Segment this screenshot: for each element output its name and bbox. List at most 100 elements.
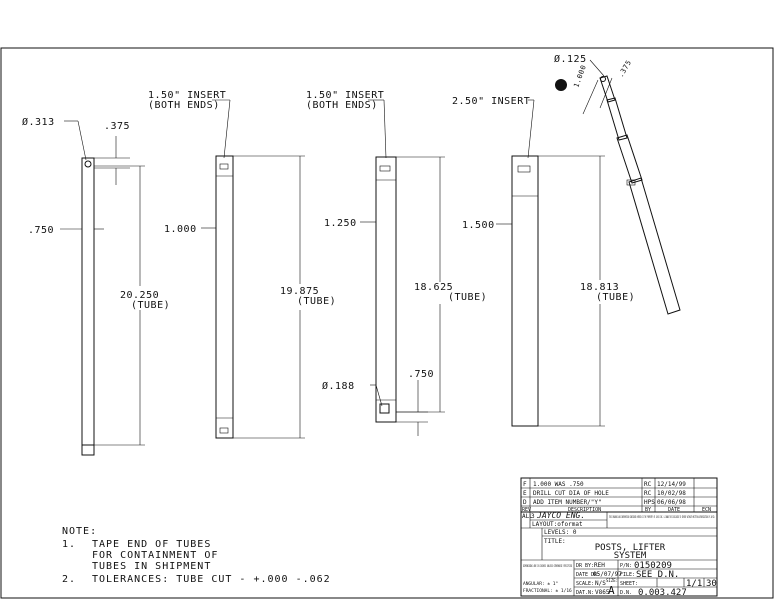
note-1-line-1: TAPE END OF TUBES <box>92 539 211 550</box>
tube-3-length-label: 18.625 <box>414 282 453 293</box>
tube-1-end-cap <box>81 444 95 456</box>
iso-d2-label: .375 <box>617 59 633 79</box>
drawing-title-line-2: SYSTEM <box>614 551 647 561</box>
rev-f-date: 12/14/99 <box>657 481 686 488</box>
tube-3-length-sub: (TUBE) <box>448 292 487 303</box>
tube-4-length-label: 18.813 <box>580 282 619 293</box>
tube-4-body <box>511 155 539 427</box>
note-1-line-3: TUBES IN SHIPMENT <box>92 561 211 572</box>
tube-3-insert-label: 1.50" INSERT <box>306 90 384 101</box>
tube-2-width-label: 1.000 <box>164 224 197 235</box>
tube-3-body <box>375 156 397 423</box>
tube-4-insert-label: 2.50" INSERT <box>452 96 530 107</box>
note-1-number: 1. <box>62 539 76 550</box>
levels-label: LEVELS: 0 <box>544 529 577 536</box>
drawing-title-line-1: POSTS, LIFTER <box>595 543 666 553</box>
drawn-by-label: DR BY: <box>576 563 594 569</box>
rev-f-id: F <box>523 481 527 488</box>
dat-value: V865 <box>595 589 610 596</box>
file-label: FILE: <box>620 572 635 578</box>
rev-e-by: RC <box>644 490 652 497</box>
scale-value: N/S <box>595 580 606 587</box>
rev-header-rev: REV <box>522 507 531 513</box>
rev-header-date: DATE <box>668 507 680 513</box>
drawn-by-value: REH <box>594 562 605 569</box>
rev-e-description: DRILL CUT DIA OF HOLE <box>533 490 609 497</box>
dn-value: 0.003.427 <box>638 588 687 598</box>
tube-3-hole-dim-label: .750 <box>408 369 434 380</box>
dat-label: DAT.N: <box>576 590 594 596</box>
title-block-all: ALL <box>522 513 533 520</box>
iso-tube-3 <box>606 97 628 141</box>
note-2-number: 2. <box>62 574 76 585</box>
title-block: ALL 3 JAYCO ENG. THIS DRAWING AND INFORM… <box>520 511 718 598</box>
sheet-value: 1/1 <box>686 579 702 589</box>
iso-d1-label: 1.000 <box>572 64 588 89</box>
note-1-line-2: FOR CONTAINMENT OF <box>92 550 218 561</box>
angular-tolerance: ANGULAR: ± 1° <box>523 581 559 587</box>
title-block-three: 3 <box>531 513 535 520</box>
tube-1-length-label: 20.250 <box>120 290 159 301</box>
sheet-label: SHEET: <box>620 581 638 587</box>
size-label: SIZE: <box>606 578 618 583</box>
rev-f-description: 1.000 WAS .750 <box>533 481 584 488</box>
rev-header-ecn: ECN <box>702 507 711 513</box>
date-value: 05/07/97 <box>593 571 622 578</box>
tube-3-insert-sub: (BOTH ENDS) <box>306 100 378 111</box>
title-label: TITLE: <box>544 538 566 545</box>
tube-1-body <box>81 157 95 446</box>
tube-1-offset-label: .375 <box>104 121 130 132</box>
iso-small-hole <box>600 76 606 82</box>
notes-title: NOTE: <box>62 526 97 537</box>
date-label: DATE DR: <box>576 572 600 578</box>
part-number-value: 0150209 <box>634 561 672 571</box>
tube-2-insert-label: 1.50" INSERT <box>148 90 226 101</box>
part-number-label: P/N: <box>620 563 632 569</box>
tube-2-length-label: 19.875 <box>280 286 319 297</box>
rev-d-by: HPS <box>644 499 655 506</box>
tube-3-width-label: 1.250 <box>324 218 357 229</box>
dn-label: D.N. <box>620 590 632 596</box>
tube-4-length-sub: (TUBE) <box>596 292 635 303</box>
company-name: JAYCO ENG. <box>536 511 585 520</box>
isometric-view: Ø.125 1.000 .375 <box>554 53 681 315</box>
note-2-line-1: TOLERANCES: TUBE CUT - +.000 -.062 <box>92 574 331 585</box>
iso-dia-label: Ø.125 <box>554 53 587 65</box>
tube-4-view: 2.50" INSERT 1.500 18.813 (TUBE) <box>452 96 635 427</box>
tube-2-length-sub: (TUBE) <box>297 296 336 307</box>
sheet-number: 30 <box>706 579 717 589</box>
rev-header-description: DESCRIPTION <box>568 507 601 513</box>
notes-block: NOTE: 1. TAPE END OF TUBES FOR CONTAINME… <box>62 526 331 585</box>
iso-tube-2 <box>616 134 643 184</box>
size-value: A <box>608 584 615 597</box>
tube-1-view: Ø.313 .375 .750 20.250 (TUBE) <box>22 116 170 456</box>
proprietary-notice: THIS DRAWING AND INFORMATION CONTAINED H… <box>609 515 715 519</box>
file-value: SEE D.N. <box>636 570 679 580</box>
fractional-tolerance: FRACTIONAL: ± 1/16 <box>523 588 572 594</box>
sheet-border <box>0 47 774 599</box>
tube-4-width-label: 1.500 <box>462 220 495 231</box>
tube-1-hole <box>84 160 92 168</box>
rev-e-date: 10/02/98 <box>657 490 686 497</box>
rev-d-id: D <box>523 499 527 506</box>
rev-d-description: ADD ITEM NUMBER/"Y" <box>533 499 602 506</box>
scale-label: SCALE: <box>576 581 594 587</box>
rev-header-by: BY <box>645 507 651 513</box>
revision-block: F 1.000 WAS .750 RC 12/14/99 E DRILL CUT… <box>520 477 718 513</box>
iso-outer-tube <box>628 177 681 315</box>
tube-3-hole <box>379 403 390 414</box>
tube-1-length-sub: (TUBE) <box>131 300 170 311</box>
tube-2-insert-sub: (BOTH ENDS) <box>148 100 220 111</box>
tube-2-body <box>215 155 234 439</box>
rev-e-id: E <box>523 490 527 497</box>
rev-d-date: 06/06/98 <box>657 499 686 506</box>
tube-3-hole-dia-label: Ø.188 <box>322 380 355 392</box>
tube-3-view: 1.50" INSERT (BOTH ENDS) 1.250 18.625 (T… <box>306 90 487 436</box>
rev-f-by: RC <box>644 481 652 488</box>
tube-2-view: 1.50" INSERT (BOTH ENDS) 1.000 19.875 (T… <box>148 90 336 439</box>
dimensions-note: DIMENSIONS ARE IN INCHES UNLESS OTHERWIS… <box>523 564 572 568</box>
tube-1-dia-label: Ø.313 <box>22 116 55 128</box>
iso-reference-dot <box>555 79 567 91</box>
tube-1-width-label: .750 <box>28 225 54 236</box>
